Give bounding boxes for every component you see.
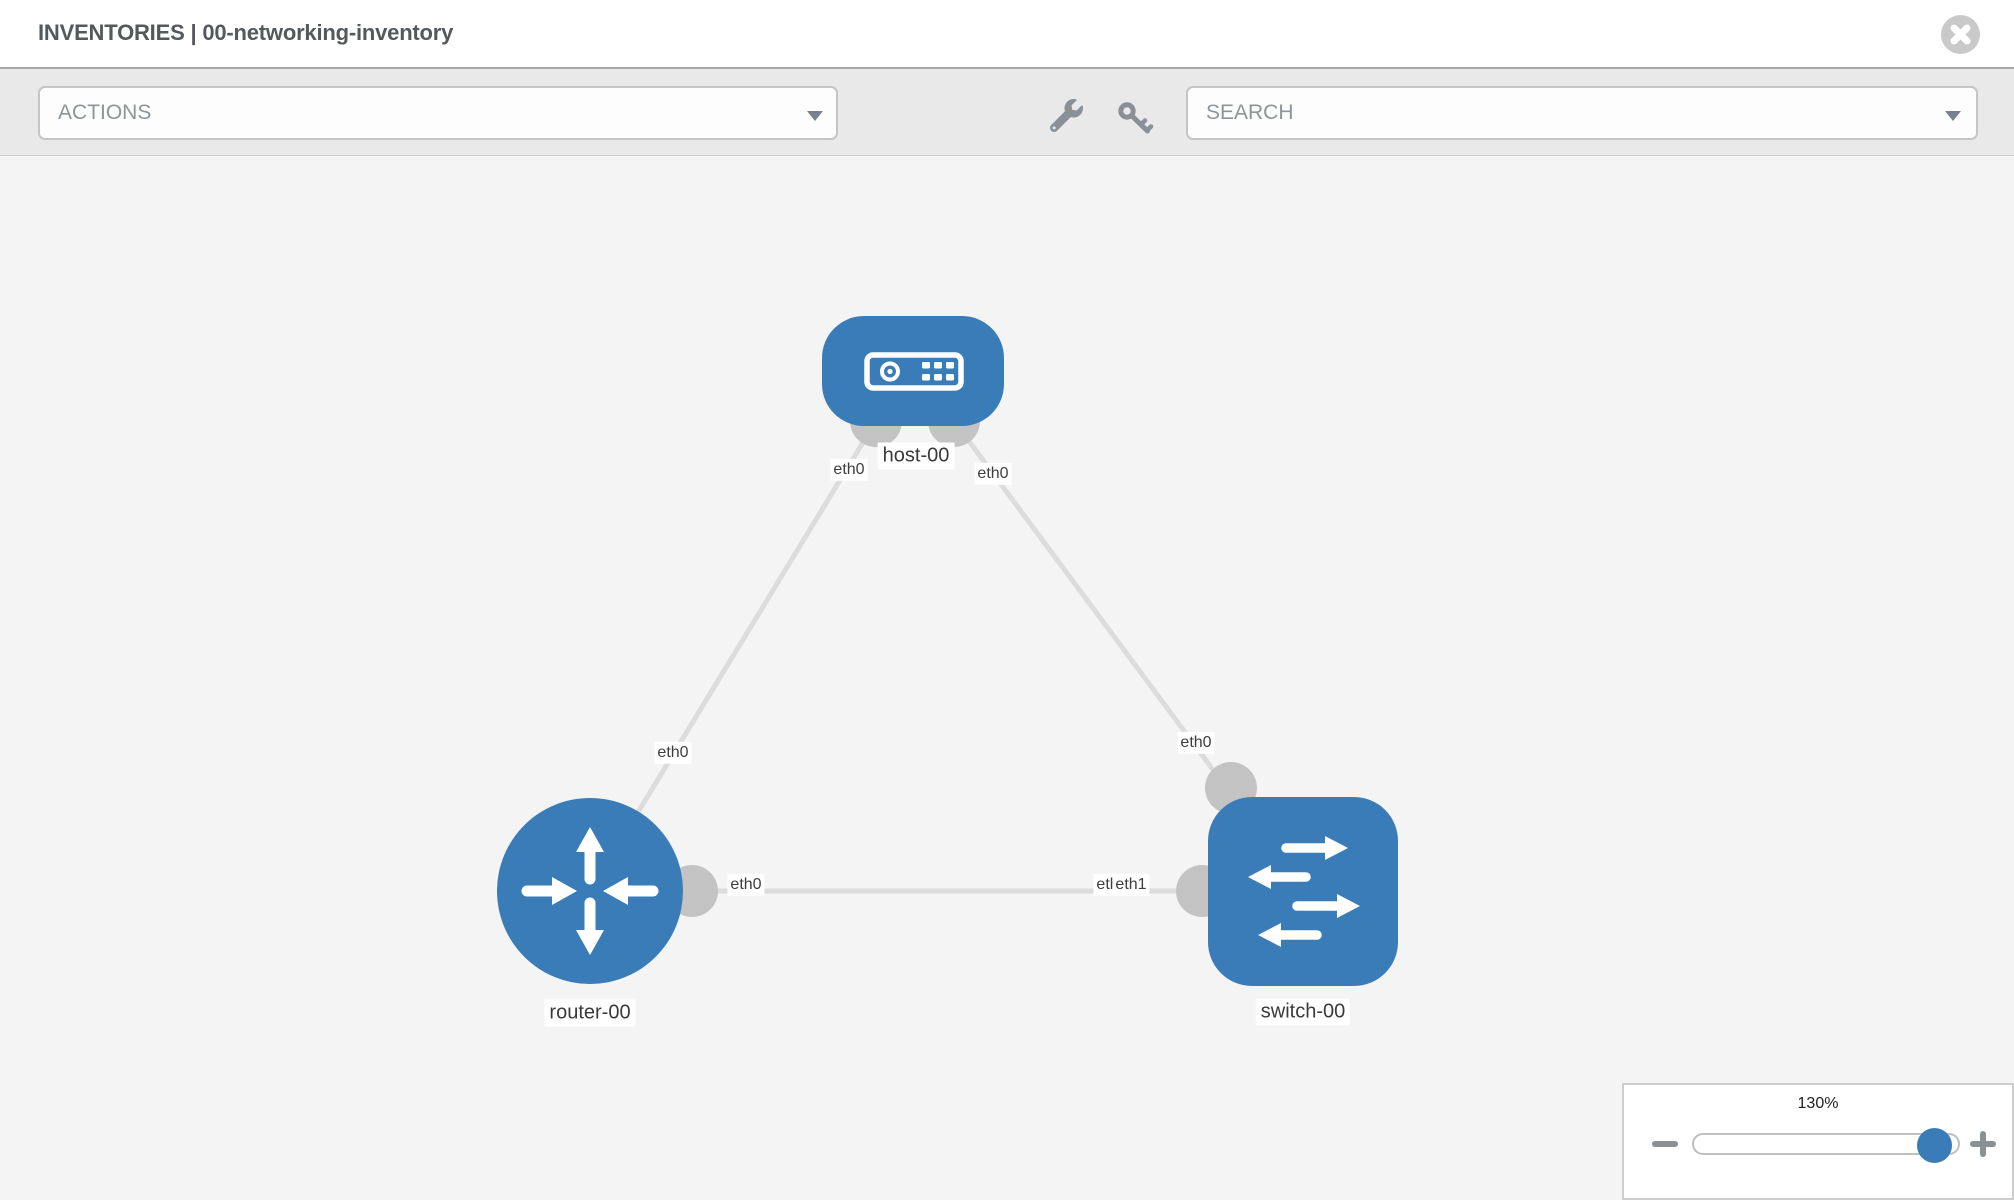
router-icon — [521, 827, 659, 955]
interface-label: eth0 — [1177, 731, 1215, 755]
actions-dropdown[interactable]: ACTIONS — [38, 86, 838, 140]
zoom-level-value: 130% — [1797, 1095, 1839, 1112]
interface-label: eth1 — [1112, 873, 1150, 897]
search-dropdown-label: SEARCH — [1206, 101, 1294, 124]
interface-label: eth0 — [830, 458, 868, 482]
node-router-00[interactable] — [497, 798, 683, 984]
tools-button[interactable] — [1049, 99, 1083, 137]
node-label-host: host-00 — [877, 442, 955, 470]
node-label-router: router-00 — [544, 999, 636, 1027]
zoom-out-button[interactable] — [1650, 1129, 1680, 1159]
link-group — [587, 419, 1306, 894]
zoom-slider-track[interactable] — [1692, 1128, 1960, 1163]
chevron-down-icon — [807, 111, 823, 121]
zoom-slider-handle[interactable] — [1917, 1128, 1952, 1163]
key-icon — [1118, 102, 1154, 134]
credentials-button[interactable] — [1118, 102, 1154, 140]
topology-canvas[interactable] — [0, 156, 2014, 1200]
toolbar: ACTIONS SEARCH — [0, 67, 2014, 156]
chevron-down-icon — [1945, 111, 1961, 121]
zoom-in-button[interactable] — [1968, 1129, 1998, 1159]
interface-label: eth0 — [727, 873, 765, 897]
header: INVENTORIES | 00-networking-inventory — [0, 0, 2014, 67]
search-dropdown[interactable]: SEARCH — [1186, 86, 1978, 140]
interface-label: eth0 — [654, 741, 692, 765]
actions-dropdown-label: ACTIONS — [58, 101, 152, 124]
node-host-00[interactable] — [822, 316, 1004, 426]
close-icon — [1950, 24, 1971, 45]
switch-icon — [1248, 836, 1360, 947]
interface-label: eth0 — [974, 462, 1012, 486]
host-icon — [864, 352, 964, 391]
minus-icon — [1652, 1141, 1678, 1147]
page-title: INVENTORIES | 00-networking-inventory — [38, 20, 454, 45]
wrench-icon — [1049, 99, 1083, 133]
node-switch-00[interactable] — [1208, 797, 1398, 986]
node-label-switch: switch-00 — [1255, 998, 1351, 1026]
close-button[interactable] — [1941, 15, 1980, 54]
zoom-panel: 130% — [1622, 1083, 2014, 1200]
